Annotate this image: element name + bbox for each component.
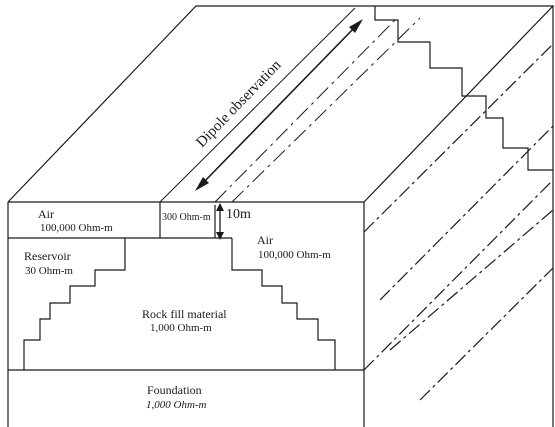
height-arrowhead-down	[216, 232, 224, 240]
rockfill-name: Rock fill material	[142, 307, 227, 321]
crest-value: 300 Ohm-m	[162, 212, 211, 223]
reservoir-value: 30 Ohm-m	[25, 265, 73, 277]
rockfill-value: 1,000 Ohm-m	[150, 322, 212, 334]
height-arrowhead-up	[216, 203, 224, 211]
dam-cross-section	[8, 202, 336, 370]
right-face-profile	[363, 6, 554, 401]
dipole-arrowhead-down	[195, 177, 209, 191]
dipole-arrow: Dipole observation	[193, 19, 363, 191]
foundation-name: Foundation	[147, 383, 202, 397]
right-face-line-3	[389, 209, 554, 351]
downstream-slope-steps	[231, 238, 336, 370]
air-left-name: Air	[38, 207, 54, 221]
crest-band-edge-right	[231, 17, 421, 203]
dipole-arrowhead-up	[349, 19, 363, 33]
right-face-line-1	[363, 43, 554, 233]
upstream-slope-steps	[23, 238, 126, 370]
dipole-arrow-shaft	[199, 23, 359, 187]
dipole-label: Dipole observation	[193, 57, 284, 151]
foundation-value: 1,000 Ohm-m	[146, 399, 207, 411]
air-left-value: 100,000 Ohm-m	[40, 222, 113, 234]
air-right-name: Air	[257, 233, 273, 247]
crest-band-dash	[214, 17, 398, 203]
reservoir-name: Reservoir	[24, 249, 71, 263]
height-marker: 10m	[216, 203, 251, 240]
crest-band-edge-left	[159, 7, 356, 203]
right-face-steps	[374, 6, 553, 171]
right-face-line-4	[419, 267, 554, 401]
crest-band	[159, 7, 421, 203]
air-right-value: 100,000 Ohm-m	[258, 249, 331, 261]
height-label: 10m	[226, 207, 251, 222]
right-face-line-2	[379, 125, 554, 301]
right-face-foundation-line	[363, 179, 554, 371]
